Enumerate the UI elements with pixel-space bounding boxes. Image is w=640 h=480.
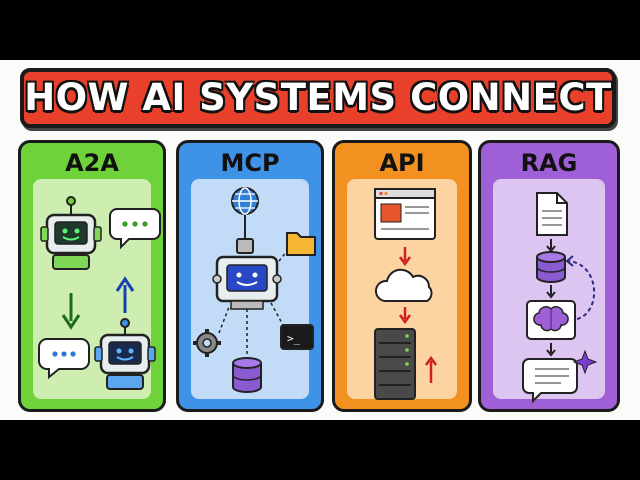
mcp-illustration: >_ — [193, 187, 316, 393]
page-title: HOW AI SYSTEMS CONNECT — [24, 76, 612, 119]
robot-icon — [40, 196, 102, 270]
browser-window-icon — [374, 188, 436, 240]
panel-api: API — [332, 140, 472, 412]
title-banner: HOW AI SYSTEMS CONNECT — [20, 68, 616, 128]
panel-title-mcp: MCP — [220, 149, 280, 177]
panel-title-a2a: A2A — [65, 149, 119, 177]
document-icon — [536, 192, 568, 236]
terminal-icon: >_ — [280, 324, 314, 350]
cloud-icon — [375, 268, 433, 302]
up-arrow-icon — [424, 355, 438, 383]
gear-icon — [193, 329, 221, 357]
down-arrow-icon — [398, 247, 412, 267]
panel-rag: RAG — [478, 140, 620, 412]
chat-bubble-icon — [522, 358, 578, 404]
panel-a2a: A2A — [18, 140, 166, 412]
robot-hub-icon — [212, 255, 282, 310]
terminal-prompt: >_ — [287, 332, 301, 345]
sparkle-icon — [572, 349, 598, 375]
panel-title-api: API — [379, 149, 425, 177]
panel-mcp: MCP — [176, 140, 324, 412]
server-icon — [374, 328, 416, 400]
up-arrow-icon — [115, 276, 135, 313]
brain-icon — [526, 300, 576, 340]
panel-title-rag: RAG — [520, 149, 578, 177]
down-arrow-icon — [61, 293, 81, 330]
chat-bubble-icon — [109, 208, 161, 250]
a2a-illustration — [38, 196, 161, 390]
api-illustration — [374, 188, 438, 400]
rag-illustration — [522, 192, 598, 404]
robot-icon — [94, 318, 156, 390]
folder-icon — [286, 232, 316, 256]
chat-bubble-icon — [38, 338, 90, 380]
database-icon — [536, 251, 566, 283]
database-icon — [232, 357, 262, 393]
globe-icon — [231, 187, 259, 215]
